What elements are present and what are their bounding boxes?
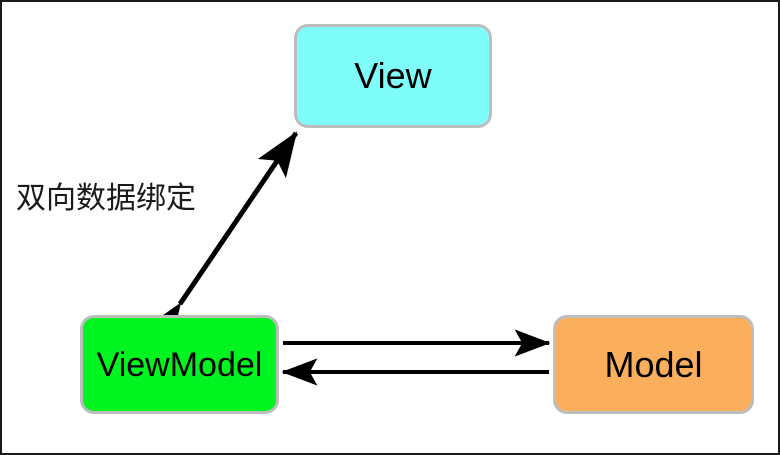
node-view[interactable]: View: [294, 24, 492, 128]
node-view-label: View: [354, 55, 432, 96]
node-viewmodel-label: ViewModel: [96, 345, 263, 384]
node-model[interactable]: Model: [553, 315, 754, 414]
two-way-binding-label: 双向数据绑定: [16, 182, 196, 215]
edge-viewmodel-view: [141, 131, 299, 350]
node-viewmodel[interactable]: ViewModel: [80, 315, 279, 414]
node-model-label: Model: [604, 343, 703, 385]
